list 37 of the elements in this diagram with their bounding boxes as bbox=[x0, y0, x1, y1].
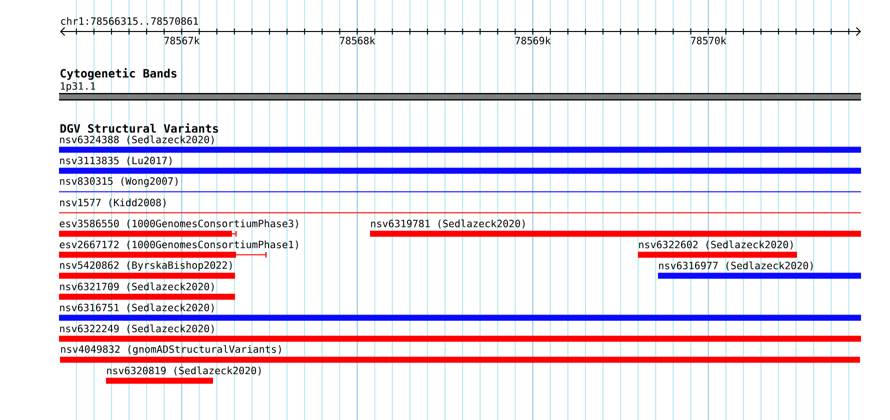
variant-bar: nsv6324388 (Sedlazeck2020) bbox=[59, 136, 862, 153]
node-label: nsv6321709 (Sedlazeck2020) bbox=[60, 282, 214, 292]
variant-bar: nsv5420862 (ByrskaBishop2022) bbox=[59, 261, 235, 279]
tick-label: 78569k bbox=[515, 36, 551, 44]
variant-bar: nsv6320819 (Sedlazeck2020) bbox=[106, 366, 261, 384]
node-label: nsv6316977 (Sedlazeck2020) bbox=[659, 262, 813, 270]
variant-bar: nsv6316977 (Sedlazeck2020) bbox=[658, 262, 862, 279]
node-label: nsv6319781 (Sedlazeck2020) bbox=[371, 220, 525, 228]
node-label: 1p31.1 bbox=[60, 82, 96, 92]
variant-bar: esv2667172 (1000GenomesConsortiumPhase1) bbox=[59, 240, 298, 258]
variant-line: nsv1577 (Kidd2008) bbox=[58, 198, 862, 214]
track-heading: Cytogenetic Bands bbox=[60, 68, 176, 80]
node-label: esv3586550 (1000GenomesConsortiumPhase3) bbox=[60, 220, 298, 228]
variant-bar: esv3586550 (1000GenomesConsortiumPhase3) bbox=[59, 220, 298, 237]
track-heading: DGV Structural Variants bbox=[60, 123, 218, 133]
variant-bar: nsv3113835 (Lu2017) bbox=[59, 156, 862, 174]
location-label: chr1:78566315..78570861 bbox=[61, 17, 198, 25]
node-label: esv2667172 (1000GenomesConsortiumPhase1) bbox=[60, 240, 298, 250]
variant-bar: nsv6322249 (Sedlazeck2020) bbox=[59, 324, 862, 342]
tick-label: 78570k bbox=[690, 36, 726, 44]
variant-bar: nsv4049832 (gnomADStructuralVariants) bbox=[60, 345, 860, 363]
node-label: nsv6322249 (Sedlazeck2020) bbox=[60, 324, 214, 334]
variant-line: nsv830315 (Wong2007) bbox=[58, 177, 862, 192]
node-label: nsv6316751 (Sedlazeck2020) bbox=[60, 304, 214, 312]
variant-bar: nsv6316751 (Sedlazeck2020) bbox=[59, 304, 862, 321]
node-label: nsv6322602 (Sedlazeck2020) bbox=[639, 240, 793, 250]
node-label: nsv6324388 (Sedlazeck2020) bbox=[60, 136, 214, 144]
tick-label: 78567k bbox=[164, 36, 200, 44]
node-label: nsv4049832 (gnomADStructuralVariants) bbox=[61, 345, 281, 355]
node-label: nsv6320819 (Sedlazeck2020) bbox=[107, 366, 261, 376]
node-label: nsv3113835 (Lu2017) bbox=[60, 156, 172, 166]
tick-label: 78568k bbox=[340, 36, 376, 44]
variant-bar: nsv6321709 (Sedlazeck2020) bbox=[59, 282, 235, 300]
cytoband-bar: 1p31.1 bbox=[59, 82, 862, 100]
variant-bar: nsv6319781 (Sedlazeck2020) bbox=[370, 220, 862, 237]
node-label: nsv5420862 (ByrskaBishop2022) bbox=[60, 261, 232, 271]
variant-bar: nsv6322602 (Sedlazeck2020) bbox=[638, 240, 797, 258]
